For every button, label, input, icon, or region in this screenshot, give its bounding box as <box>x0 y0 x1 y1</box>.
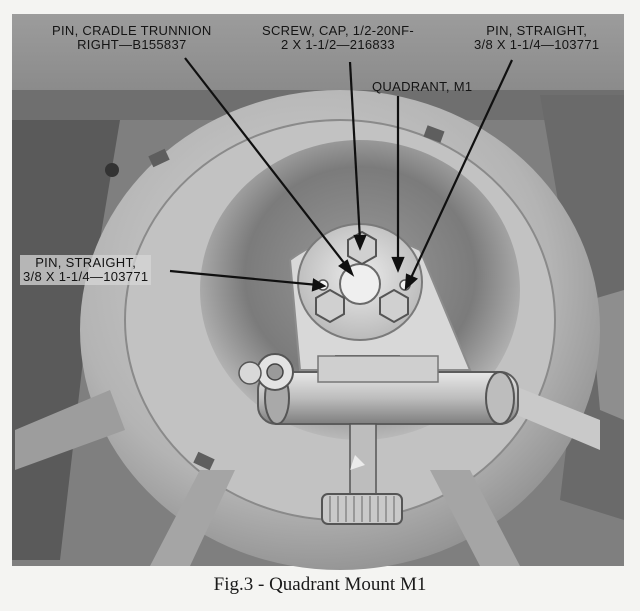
disc-tab <box>193 451 215 471</box>
side-boss-screw <box>266 363 284 381</box>
knob-highlight <box>350 455 365 470</box>
leader-pin-cradle-trunnion <box>184 57 349 269</box>
label-quadrant: QUADRANT, M1 <box>372 80 472 94</box>
side-boss-ring <box>238 361 262 385</box>
label-line: 2 X 1-1/2—216833 <box>281 37 395 52</box>
label-line: PIN, CRADLE TRUNNION <box>52 23 212 38</box>
cylinder-end-cap <box>485 371 515 425</box>
spoke-bottom-left <box>150 470 235 566</box>
spoke-bottom-right <box>430 470 520 566</box>
leader-screw-cap <box>348 61 362 241</box>
leader-lines <box>169 57 513 292</box>
label-line: SCREW, CAP, 1/2-20NF- <box>262 23 414 38</box>
disc-tab <box>148 148 170 168</box>
label-line: RIGHT—B155837 <box>77 37 187 52</box>
label-line: 3/8 X 1-1/4—103771 <box>474 37 600 52</box>
label-pin-cradle-trunnion: PIN, CRADLE TRUNNION RIGHT—B155837 <box>52 24 212 52</box>
leader-pin-straight-left <box>169 269 319 287</box>
label-line: PIN, STRAIGHT, <box>35 255 137 270</box>
cap-screw <box>315 288 345 324</box>
label-line: QUADRANT, M1 <box>372 79 473 94</box>
label-line: PIN, STRAIGHT, <box>486 23 588 38</box>
knob-knurling <box>329 496 395 522</box>
label-line: 3/8 X 1-1/4—103771 <box>23 269 149 284</box>
spoke-left <box>15 390 125 470</box>
figure-caption: Fig.3 - Quadrant Mount M1 <box>213 574 427 595</box>
label-band <box>12 14 624 94</box>
disc-tab <box>423 125 445 143</box>
label-pin-straight-left: PIN, STRAIGHT, 3/8 X 1-1/4—103771 <box>20 255 152 285</box>
cap-screw <box>347 230 377 266</box>
leader-pin-straight-right <box>409 59 513 281</box>
label-pin-straight-right: PIN, STRAIGHT, 3/8 X 1-1/4—103771 <box>474 24 599 52</box>
label-screw-cap: SCREW, CAP, 1/2-20NF- 2 X 1-1/2—216833 <box>262 24 414 52</box>
cap-screw <box>379 288 409 324</box>
cylinder-bracket <box>317 355 439 383</box>
spoke-right <box>500 380 600 450</box>
disc-hole <box>105 163 119 177</box>
